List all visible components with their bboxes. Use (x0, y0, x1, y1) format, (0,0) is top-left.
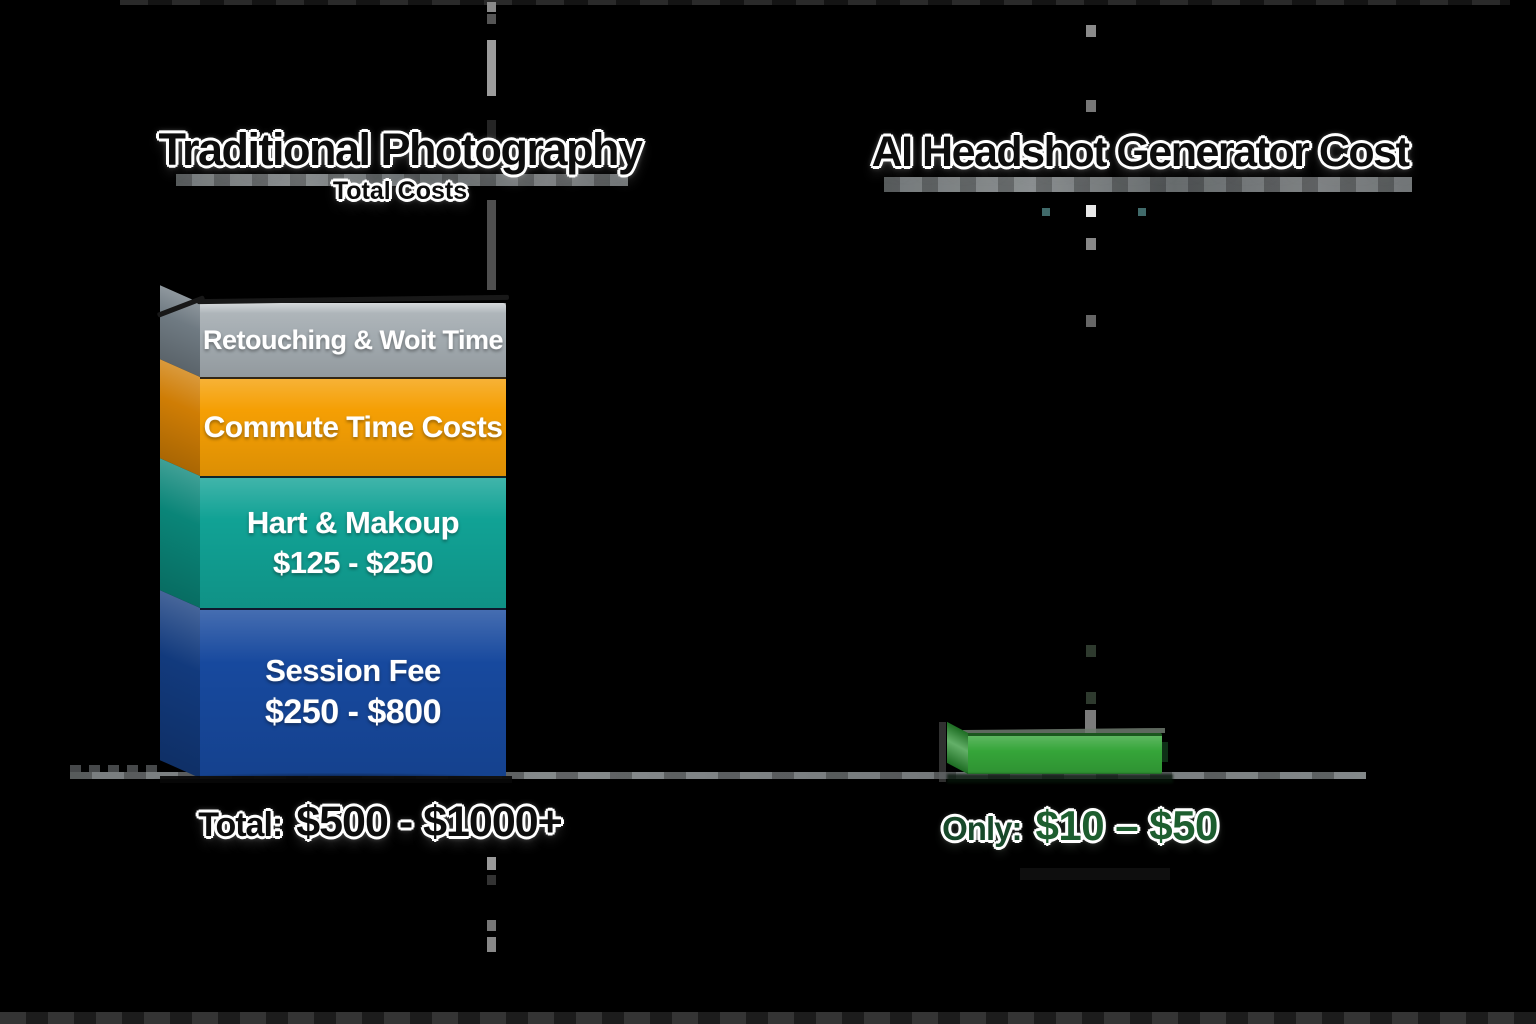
axis-tick-dashes (70, 765, 162, 772)
artifact (487, 14, 496, 24)
ai-total-value: $10 – $50 (1035, 802, 1218, 849)
segment-session-fee-label: Session Fee (265, 653, 441, 689)
axis-baseline (70, 772, 1366, 779)
artifact (1020, 868, 1170, 880)
artifact (487, 937, 496, 952)
artifact (1086, 25, 1096, 37)
artifact-bottom-strip (0, 1012, 1536, 1024)
artifact-top-strip (120, 0, 1510, 5)
ai-bar-front-face (968, 733, 1162, 774)
artifact (939, 722, 946, 782)
artifact (487, 875, 496, 885)
segment-side-commute (160, 359, 200, 476)
traditional-total-value: $500 - $1000+ (296, 798, 563, 846)
segment-hair-makeup: Hart & Makoup $125 - $250 (200, 476, 506, 608)
segment-hair-makeup-range: $125 - $250 (273, 544, 433, 580)
traditional-total-label: Total: (198, 806, 283, 844)
artifact (487, 200, 496, 290)
artifact (1086, 238, 1096, 250)
segment-hair-makeup-label: Hart & Makoup (246, 504, 460, 540)
stacked-bar-bottom-edge (160, 776, 512, 783)
ai-total-label: Only: (942, 810, 1022, 847)
segment-side-hair-makeup (160, 458, 200, 608)
segment-commute-label: Commute Time Costs (203, 410, 503, 444)
artifact (487, 920, 496, 931)
artifact (1086, 645, 1096, 657)
left-chart-subtitle: Total Costs (332, 177, 468, 205)
artifact (1086, 100, 1096, 112)
left-chart-title: Traditional Photography (158, 124, 643, 175)
left-title-underline (176, 174, 628, 186)
right-title-underline (884, 177, 1412, 192)
segment-side-session-fee (160, 590, 200, 778)
segment-session-fee-range: $250 - $800 (265, 692, 442, 731)
segment-commute: Commute Time Costs (200, 377, 506, 476)
ai-bar-right-edge (1162, 742, 1168, 762)
artifact (487, 857, 496, 870)
segment-retouching-label: Retouching & Woit Time (202, 324, 504, 355)
artifact (1086, 315, 1096, 327)
segment-retouching: Retouching & Woit Time (200, 303, 506, 377)
segment-session-fee: Session Fee $250 - $800 (200, 608, 506, 776)
artifact (1086, 205, 1096, 217)
stacked-bar-side-face (160, 285, 200, 778)
stacked-bar-front-face: Retouching & Woit Time Commute Time Cost… (200, 303, 506, 776)
ai-total: Only: $10 – $50 (860, 802, 1300, 850)
ai-bar-shadow (947, 774, 1173, 783)
right-chart-title: AI Headshot Generator Cost (871, 128, 1410, 176)
artifact (1042, 208, 1050, 216)
traditional-cost-stacked-bar: Retouching & Woit Time Commute Time Cost… (154, 285, 518, 805)
artifact (487, 120, 496, 166)
artifact (487, 2, 496, 12)
traditional-total: Total: $500 - $1000+ (120, 798, 640, 847)
artifact (1086, 692, 1096, 704)
artifact (487, 40, 496, 96)
artifact (1138, 208, 1146, 216)
ai-cost-bar (947, 721, 1175, 787)
artifact (1085, 710, 1096, 734)
